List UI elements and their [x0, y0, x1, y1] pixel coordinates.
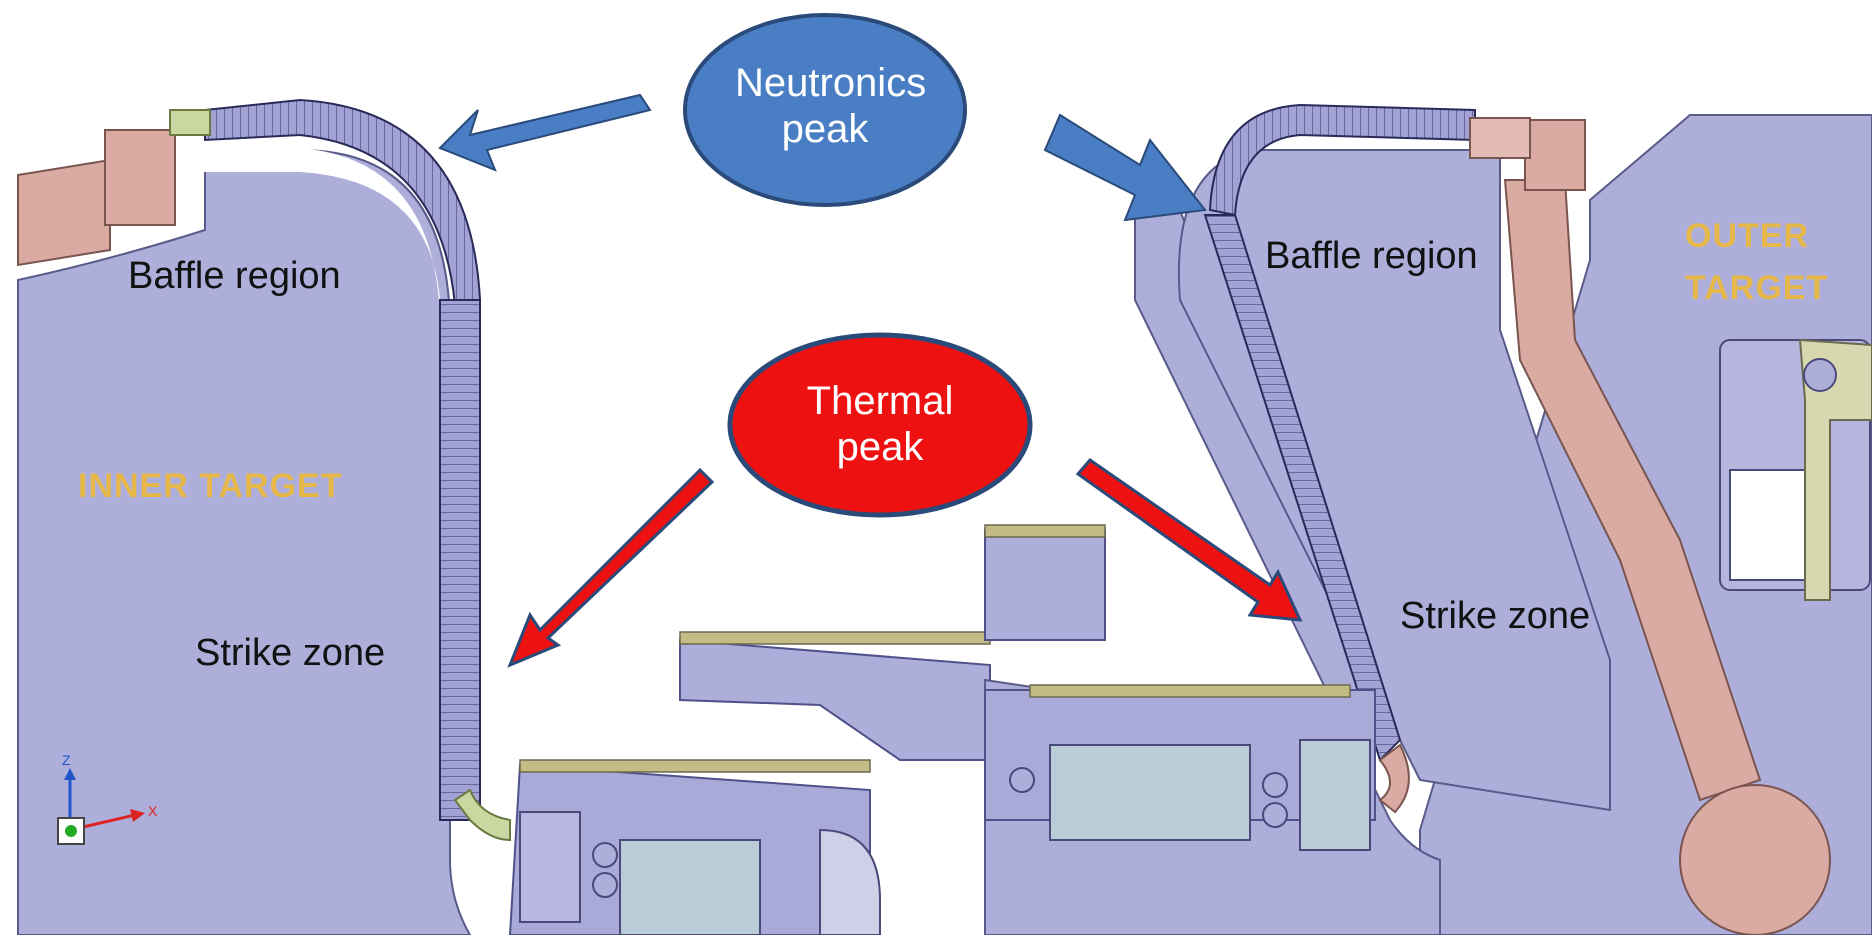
outer-coated-plate: [1029, 684, 1351, 698]
inner-upper-coating: [679, 631, 991, 645]
neutronics-line-1: Neutronics: [735, 61, 927, 105]
outer-block-a: [1049, 744, 1251, 841]
outer-target-label: OUTER TARGET: [1685, 210, 1828, 314]
thermal-callout-bubble: [727, 332, 1033, 518]
thermal-line-2: peak: [836, 425, 924, 469]
neutronics-arrow-right: [1043, 113, 1207, 222]
neutronics-line-2: peak: [781, 107, 869, 151]
outer-bolt-2: [1262, 772, 1288, 798]
outer-pipe-elbow: [1679, 784, 1831, 935]
inner-block-b: [619, 839, 761, 935]
outer-pipe-stub: [1469, 117, 1531, 159]
inner-target-assembly: [17, 98, 991, 935]
outer-detached-coating: [984, 524, 1106, 538]
outer-bracket: [1798, 338, 1872, 601]
inner-upper-support: [679, 638, 991, 761]
thermal-arrow-right: [1075, 457, 1303, 622]
outer-target-line-1: OUTER: [1685, 217, 1809, 255]
baffle-region-label-left: Baffle region: [128, 255, 341, 297]
outer-block-b: [1299, 739, 1371, 851]
outer-target-assembly: [984, 103, 1872, 935]
inner-white-gap: [195, 148, 440, 330]
strike-zone-label-left: Strike zone: [195, 632, 386, 674]
outer-main-pipe: [1503, 179, 1762, 802]
inner-elbow-pipe: [819, 828, 881, 935]
inner-target-label: INNER TARGET: [78, 467, 343, 505]
outer-bolt-1: [1009, 767, 1035, 793]
outer-detached-block: [984, 529, 1106, 641]
outer-strike-tiles: [1203, 214, 1402, 762]
outer-baffle-tiles: [1208, 103, 1476, 217]
thermal-callout-text: Thermal peak: [785, 378, 975, 470]
thermal-line-1: Thermal: [806, 379, 954, 423]
inner-coated-plate: [519, 759, 871, 773]
inner-strike-tiles: [439, 299, 481, 821]
baffle-region-label-right: Baffle region: [1265, 235, 1478, 277]
inner-pipe-block: [104, 129, 176, 226]
inner-cassette-body: [17, 149, 472, 935]
outer-bolt-3: [1262, 802, 1288, 828]
axis-z-label: Z: [62, 752, 71, 768]
outer-target-line-2: TARGET: [1685, 269, 1829, 307]
inner-bolt-2: [592, 872, 618, 898]
neutronics-arrow-left: [438, 93, 652, 172]
neutronics-callout-text: Neutronics peak: [735, 60, 927, 152]
inner-bolt-1: [592, 842, 618, 868]
axis-x-label: X: [148, 803, 158, 819]
thermal-arrow-left: [507, 467, 715, 668]
outer-bracket-hole: [1803, 358, 1837, 392]
inner-green-pipe: [169, 109, 211, 136]
inner-lower-pipe: [453, 788, 511, 842]
axis-triad: [57, 768, 145, 845]
inner-pipe-connector: [17, 158, 111, 267]
outer-pipe-flange: [1524, 119, 1586, 191]
inner-block-a: [519, 811, 581, 923]
neutronics-callout-bubble: [683, 13, 967, 207]
strike-zone-label-right: Strike zone: [1400, 595, 1591, 637]
outer-lower-pipe: [1378, 743, 1410, 814]
